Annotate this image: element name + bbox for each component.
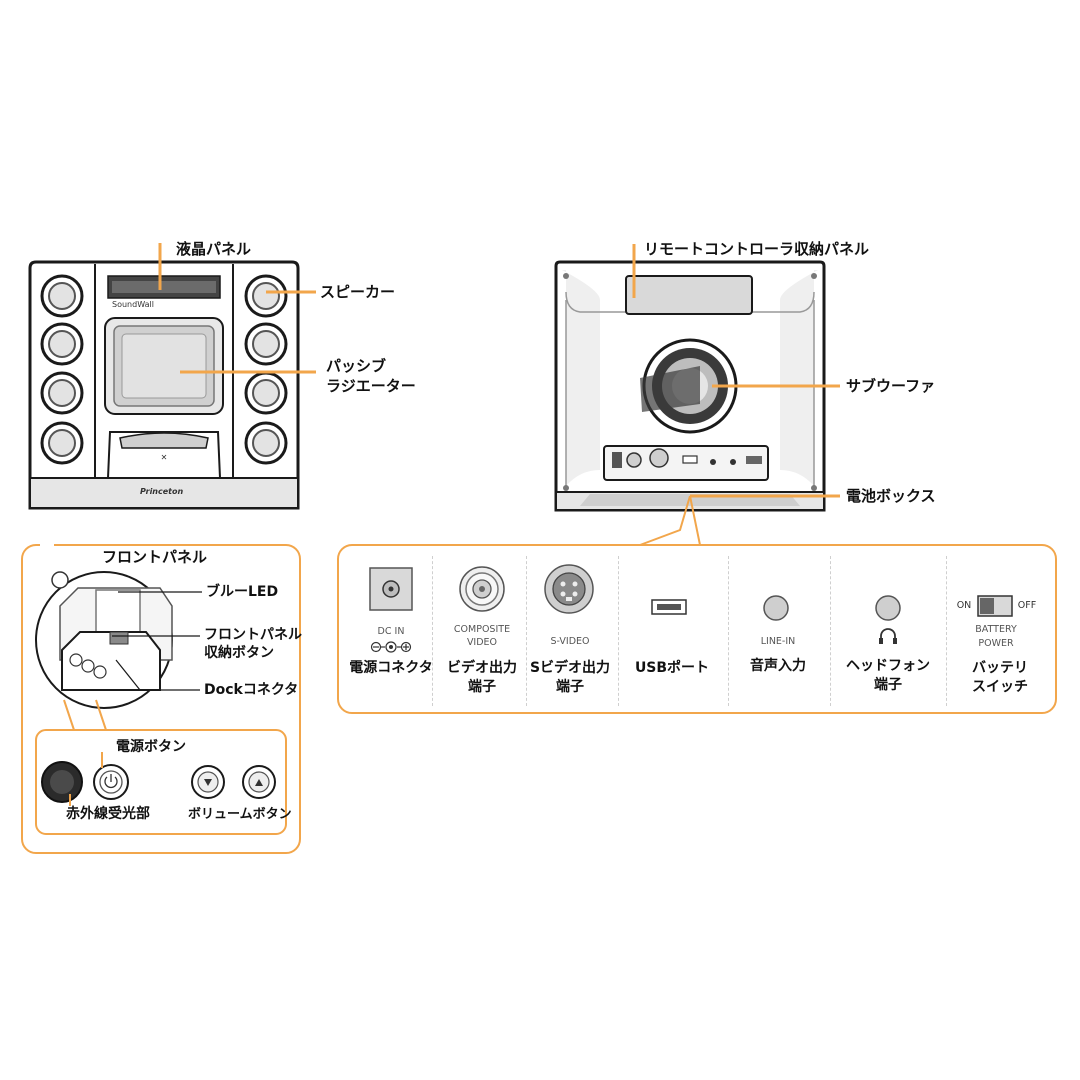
usb-port-icon (651, 599, 687, 615)
switch-off-label: OFF (1017, 600, 1037, 611)
dock-connector-label: Dockコネクタ (204, 682, 299, 698)
power-connector-label: 電源コネクタ (349, 660, 433, 676)
divider (526, 556, 527, 706)
panel-store-button-label-2: 収納ボタン (204, 645, 274, 661)
soundwall-logo: SoundWall (112, 300, 154, 309)
line-in-jack-icon (763, 595, 789, 621)
front-speakers-right (244, 274, 288, 465)
battery-switch-label-1: バッテリ (972, 660, 1028, 676)
blue-led-label: ブルーLED (206, 584, 279, 600)
power-button-label: 電源ボタン (116, 739, 186, 755)
ir-receiver-label: 赤外線受光部 (66, 806, 150, 822)
switch-on-label: ON (956, 600, 972, 611)
battery-power-small-label-2: POWER (978, 638, 1014, 649)
dc-polarity-icon (370, 641, 412, 653)
divider (830, 556, 831, 706)
lcd-panel-label: 液晶パネル (176, 240, 252, 258)
video-out-label-1: ビデオ出力 (447, 660, 517, 676)
usb-port-label: USBポート (634, 660, 710, 676)
s-video-out-label-1: Sビデオ出力 (529, 660, 611, 676)
brand-logo: Princeton (140, 487, 184, 496)
headphone-label-1: ヘッドフォン (846, 658, 930, 674)
panel-store-button-label-1: フロントパネル (204, 627, 302, 643)
front-speakers-left (40, 274, 84, 465)
battery-switch-icon (977, 595, 1013, 617)
composite-small-label-2: VIDEO (466, 637, 498, 648)
speaker-label: スピーカー (320, 283, 396, 301)
svg-text:✕: ✕ (161, 453, 168, 462)
s-video-small-label: S-VIDEO (550, 636, 590, 647)
battery-power-small-label-1: BATTERY (975, 624, 1017, 635)
volume-buttons-label: ボリュームボタン (188, 807, 292, 822)
remote-storage-panel-label: リモートコントローラ収納パネル (644, 240, 870, 258)
divider (618, 556, 619, 706)
front-panel-title: フロントパネル (102, 548, 208, 566)
divider (728, 556, 729, 706)
headphone-label-2: 端子 (874, 677, 902, 693)
dc-in-small-label: DC IN (377, 626, 405, 637)
video-out-label-2: 端子 (468, 679, 496, 695)
dc-jack-icon (369, 567, 413, 611)
composite-jack-icon (459, 566, 505, 612)
composite-small-label-1: COMPOSITE (453, 624, 511, 635)
passive-radiator-label-2: ラジエーター (326, 377, 416, 395)
divider (946, 556, 947, 706)
subwoofer-label: サブウーファ (846, 377, 936, 395)
s-video-jack-icon (544, 564, 594, 614)
battery-box-label: 電池ボックス (846, 487, 936, 505)
headphone-jack-icon (875, 595, 901, 644)
divider (432, 556, 433, 706)
audio-in-label: 音声入力 (750, 658, 806, 674)
s-video-out-label-2: 端子 (556, 679, 584, 695)
battery-switch-label-2: スイッチ (972, 679, 1028, 695)
line-in-small-label: LINE-IN (760, 636, 796, 647)
passive-radiator-label-1: パッシブ (326, 357, 387, 375)
